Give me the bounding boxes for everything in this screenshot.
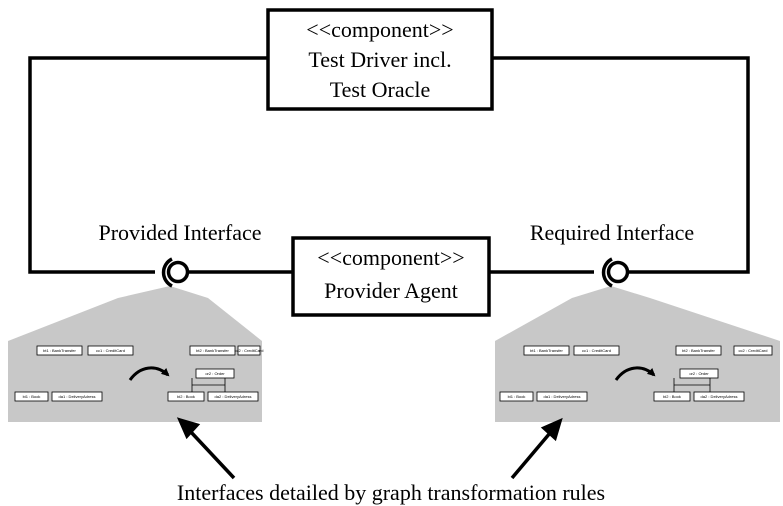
driver-stereotype: <<component>> bbox=[306, 17, 453, 42]
rhs-object-box: bi2 : Book bbox=[653, 391, 691, 402]
svg-text:cc2 : CreditCard: cc2 : CreditCard bbox=[739, 348, 768, 353]
test-driver-component: <<component>> Test Driver incl. Test Ora… bbox=[266, 8, 494, 111]
svg-text:bi1 : Book: bi1 : Book bbox=[23, 394, 41, 399]
rhs-object-box: bi2 : Book bbox=[167, 391, 205, 402]
required-ball-icon bbox=[606, 260, 630, 284]
svg-text:cc2 : CreditCard: cc2 : CreditCard bbox=[235, 348, 264, 353]
left-detail-projection bbox=[8, 286, 262, 341]
provided-ball-icon bbox=[166, 260, 190, 284]
required-interface-label: Required Interface bbox=[530, 220, 694, 245]
rhs-association-lines bbox=[673, 378, 711, 392]
svg-text:cc1 : CreditCard: cc1 : CreditCard bbox=[96, 348, 125, 353]
svg-text:bi2 : Book: bi2 : Book bbox=[177, 394, 195, 399]
lhs-object-box: da1 : DeliveryAdress bbox=[536, 391, 588, 402]
right-detail-projection bbox=[495, 286, 780, 341]
rhs-order-box: or2 : Order bbox=[195, 368, 235, 379]
right-pointer-arrow bbox=[510, 431, 552, 480]
svg-text:cc1 : CreditCard: cc1 : CreditCard bbox=[582, 348, 611, 353]
connector-lines bbox=[28, 56, 750, 274]
lhs-object-box: cc1 : CreditCard bbox=[87, 345, 134, 356]
provider-name: Provider Agent bbox=[324, 278, 458, 303]
required-interface-symbol bbox=[601, 257, 630, 288]
rhs-object-box: cc2 : CreditCard bbox=[733, 345, 773, 356]
svg-text:bt2 : BankTransfer: bt2 : BankTransfer bbox=[682, 348, 715, 353]
left-pointer-arrow bbox=[188, 429, 236, 480]
rhs-object-box: da2 : DeliveryAdress bbox=[693, 391, 745, 402]
provided-interface-label: Provided Interface bbox=[98, 220, 261, 245]
lhs-object-box: da1 : DeliveryAdress bbox=[51, 391, 103, 402]
rule-panel-left: bt1 : BankTransfer cc1 : CreditCard bi1 … bbox=[8, 341, 263, 422]
rhs-object-box: bt2 : BankTransfer bbox=[189, 345, 236, 356]
svg-text:bt1 : BankTransfer: bt1 : BankTransfer bbox=[530, 348, 563, 353]
rhs-object-box: bt2 : BankTransfer bbox=[675, 345, 722, 356]
svg-text:da1 : DeliveryAdress: da1 : DeliveryAdress bbox=[59, 394, 96, 399]
svg-text:bt1 : BankTransfer: bt1 : BankTransfer bbox=[43, 348, 76, 353]
driver-name-line2: Test Oracle bbox=[330, 77, 430, 102]
driver-name-line1: Test Driver incl. bbox=[308, 47, 451, 72]
figure-caption: Interfaces detailed by graph transformat… bbox=[177, 480, 605, 505]
svg-text:bi2 : Book: bi2 : Book bbox=[663, 394, 681, 399]
rhs-association-lines bbox=[191, 378, 226, 392]
rhs-order-box: or2 : Order bbox=[679, 368, 719, 379]
pointer-arrows bbox=[176, 417, 563, 480]
provided-interface-symbol bbox=[161, 257, 190, 288]
svg-text:da2 : DeliveryAdress: da2 : DeliveryAdress bbox=[701, 394, 738, 399]
lhs-object-box: bi1 : Book bbox=[14, 391, 49, 402]
lhs-object-box: bi1 : Book bbox=[499, 391, 534, 402]
provider-stereotype: <<component>> bbox=[317, 245, 464, 270]
svg-text:da1 : DeliveryAdress: da1 : DeliveryAdress bbox=[544, 394, 581, 399]
lhs-object-box: bt1 : BankTransfer bbox=[36, 345, 83, 356]
transformation-arrow-icon bbox=[614, 366, 656, 381]
lhs-object-box: cc1 : CreditCard bbox=[573, 345, 620, 356]
svg-text:da2 : DeliveryAdress: da2 : DeliveryAdress bbox=[215, 394, 252, 399]
right-arrowhead-icon bbox=[540, 417, 563, 442]
svg-text:or2 : Order: or2 : Order bbox=[689, 371, 709, 376]
right-loop-wire bbox=[492, 56, 750, 274]
svg-text:bt2 : BankTransfer: bt2 : BankTransfer bbox=[196, 348, 229, 353]
provided-socket-icon bbox=[161, 257, 173, 288]
rhs-object-box: da2 : DeliveryAdress bbox=[207, 391, 259, 402]
rhs-object-box: cc2 : CreditCard bbox=[235, 345, 264, 356]
svg-text:or2 : Order: or2 : Order bbox=[205, 371, 225, 376]
transformation-arrow-icon bbox=[128, 366, 170, 381]
svg-text:bi1 : Book: bi1 : Book bbox=[508, 394, 526, 399]
left-loop-wire bbox=[28, 56, 268, 274]
left-arrowhead-icon bbox=[176, 417, 201, 440]
provider-agent-component: <<component>> Provider Agent bbox=[291, 236, 491, 317]
rule-panel-right: bt1 : BankTransfer cc1 : CreditCard bi1 … bbox=[495, 341, 780, 422]
required-socket-icon bbox=[601, 257, 613, 288]
lhs-object-box: bt1 : BankTransfer bbox=[523, 345, 570, 356]
